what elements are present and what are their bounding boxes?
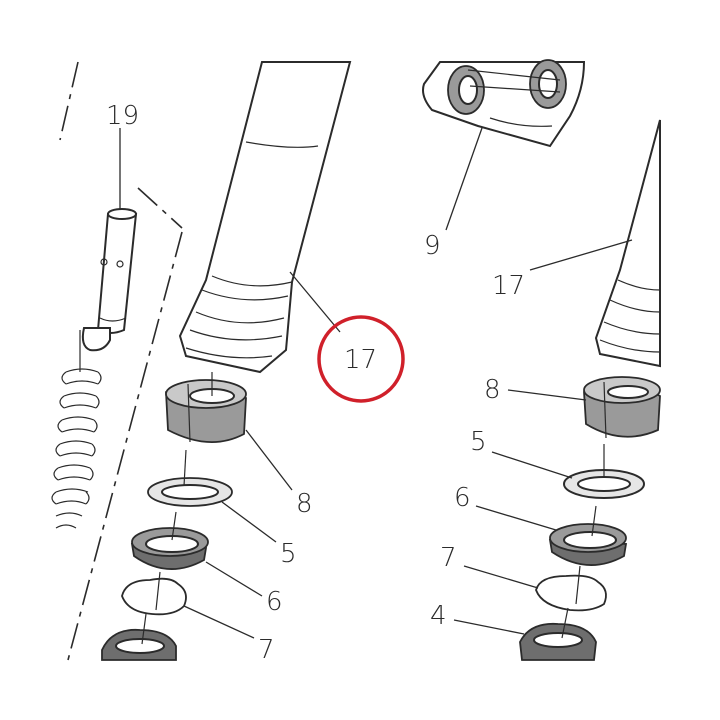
callout-7-right: 7	[440, 543, 457, 573]
axis-line-left	[137, 187, 183, 229]
leader-6-left	[205, 561, 263, 597]
leader-7-right	[463, 565, 539, 589]
leader-9	[445, 127, 483, 231]
part-8-bushing	[165, 372, 247, 443]
bottom-ring	[101, 613, 177, 661]
callout-17-left: 17	[344, 345, 377, 375]
leader-5-left	[221, 501, 277, 543]
leader-8-right	[507, 389, 587, 401]
callout-8-right: 8	[484, 375, 501, 405]
callout-4: 4	[430, 601, 447, 631]
part-17-fork-tube	[178, 61, 352, 374]
part-5-washer	[147, 449, 233, 507]
part-19-pin	[81, 208, 138, 352]
part-6-seal	[130, 511, 209, 570]
callout-7-left: 7	[258, 635, 275, 665]
callout-17-right: 17	[492, 271, 525, 301]
leader-6-right	[475, 505, 557, 531]
part-17-fork-tube-right	[594, 119, 661, 368]
callout-6-right: 6	[454, 483, 471, 513]
callout-6-left: 6	[266, 587, 283, 617]
part-7-clip-right	[535, 565, 607, 612]
leader-4	[453, 619, 525, 635]
highlight-circle	[317, 315, 405, 403]
callout-9: 9	[424, 231, 441, 261]
callout-19: 19	[106, 101, 139, 131]
spring	[51, 330, 102, 529]
leader-17-left	[289, 271, 341, 333]
leader-17-right	[529, 239, 633, 271]
part-8-bushing-right	[583, 376, 661, 439]
leader-8-left	[245, 429, 293, 491]
part-7-clip	[121, 571, 187, 616]
callout-5-right: 5	[470, 427, 487, 457]
callout-5-left: 5	[280, 539, 297, 569]
part-4-ring	[519, 607, 597, 661]
leader-7-left	[183, 605, 255, 639]
leader-5-right	[491, 451, 573, 479]
callout-8-left: 8	[296, 489, 313, 519]
part-5-washer-right	[563, 444, 645, 499]
axis-line-far-left	[59, 61, 79, 141]
axis-line-left-long	[67, 231, 183, 661]
part-6-seal-right	[548, 505, 628, 566]
part-9-clamp	[422, 59, 586, 148]
